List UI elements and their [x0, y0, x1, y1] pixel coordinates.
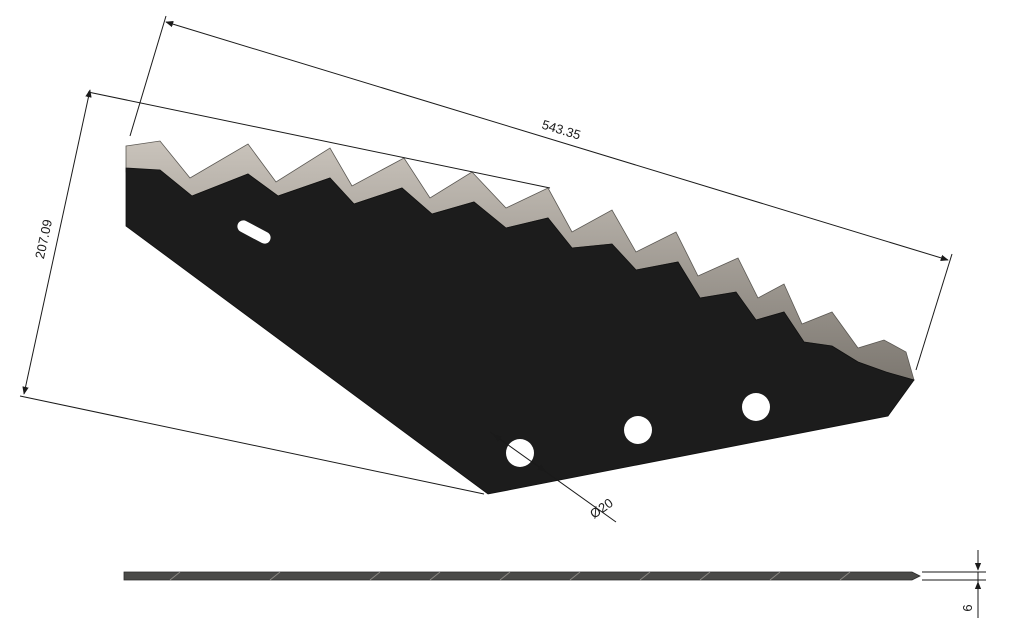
- height-value: 207.09: [32, 218, 55, 260]
- thickness-dimension: 6: [922, 550, 986, 618]
- side-profile: [123, 571, 921, 581]
- blade-front-view: [125, 140, 915, 495]
- mounting-hole: [742, 393, 770, 421]
- length-dimension: 543.35: [129, 15, 953, 371]
- length-value: 543.35: [540, 117, 582, 143]
- mounting-hole: [624, 416, 652, 444]
- blade-side-view: [123, 571, 921, 581]
- hole-diameter-value: Ø20: [587, 495, 616, 521]
- thickness-value: 6: [960, 604, 975, 611]
